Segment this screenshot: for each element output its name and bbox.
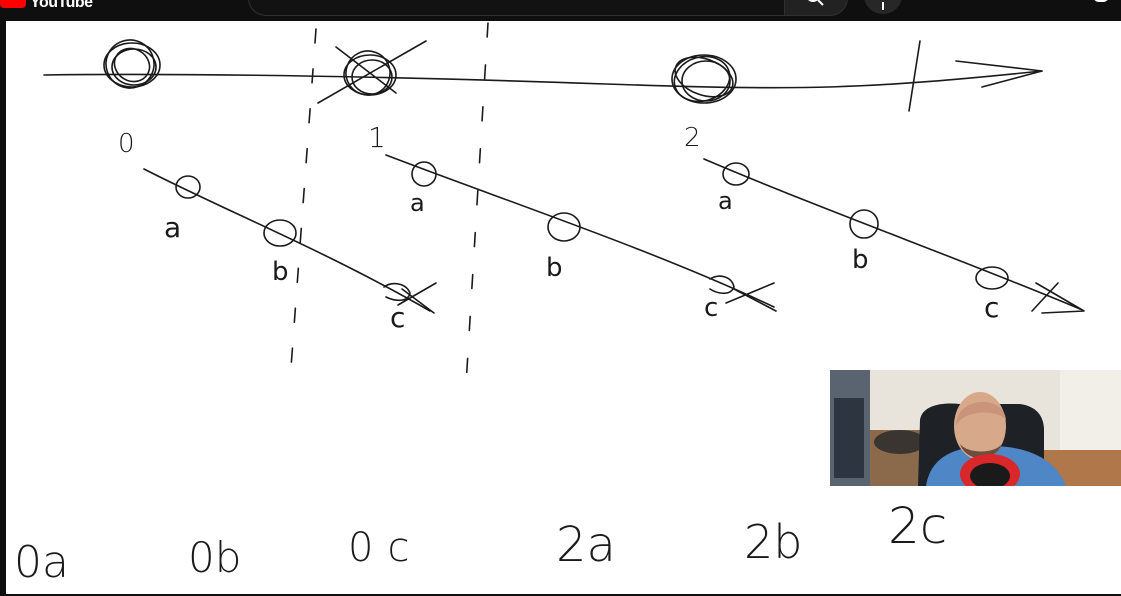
timeline-label-0: 0 [118,129,135,159]
whiteboard-drawing [43,22,1085,386]
search-input[interactable] [248,0,786,16]
timeline-marker-2 [671,54,737,104]
branch-2-node-a [722,162,750,186]
branch-0-line [143,168,431,312]
bottom-label-2c: 2c [888,497,948,555]
divider-left [289,28,317,382]
branch-2-line [703,158,1081,310]
timeline-label-1: 1 [368,121,386,154]
branch-0-node-a [175,175,201,199]
branch-2-node-b [849,209,879,239]
branch-1-node-a [411,161,437,187]
timeline-end-tick [908,40,921,112]
branch-1-label-a: a [410,189,425,217]
youtube-logo-icon[interactable] [0,0,26,8]
search-icon [808,0,824,6]
branch-0-node-c [383,282,437,314]
branch-2-arrow [1031,282,1085,314]
bottom-label-0b: 0b [188,533,242,582]
timeline-marker-1 [317,40,427,104]
branch-2-node-c [975,266,1009,290]
branch-0-label-c: c [390,301,406,334]
main-timeline-line [43,70,1043,89]
branch-2-label-c: c [984,291,1000,324]
youtube-logo-text[interactable]: YouTube [30,0,93,11]
search-button[interactable] [784,0,848,16]
branch-0-label-b: b [272,257,289,287]
notifications-icon[interactable] [1093,0,1109,2]
timeline-label-2: 2 [684,123,701,153]
bottom-label-0c: 0c [348,525,424,571]
microphone-button[interactable] [864,0,902,14]
timeline-marker-0 [103,39,161,89]
branch-1-label-c: c [704,293,719,323]
microphone-icon [882,2,884,10]
webcam-image [830,370,1121,486]
branch-1-node-b [547,212,581,242]
branch-0-node-b [263,219,297,247]
bottom-label-0a: 0a [14,537,69,588]
divider-right [465,22,489,386]
bottom-label-2b: 2b [744,515,803,569]
timeline-arrow-head [955,60,1043,88]
whiteboard-canvas: 0 1 2 a b c a b c a b c 0a 0b 0c 2a 2b 2… [6,21,1121,594]
youtube-header: YouTube [0,0,1121,21]
branch-1-label-b: b [546,253,563,283]
branch-1-node-c [709,275,777,312]
branch-0-label-a: a [164,211,182,244]
branch-2-label-b: b [852,245,869,275]
webcam-overlay [830,370,1121,486]
bottom-label-2a: 2a [556,517,616,573]
branch-2-label-a: a [718,187,733,215]
